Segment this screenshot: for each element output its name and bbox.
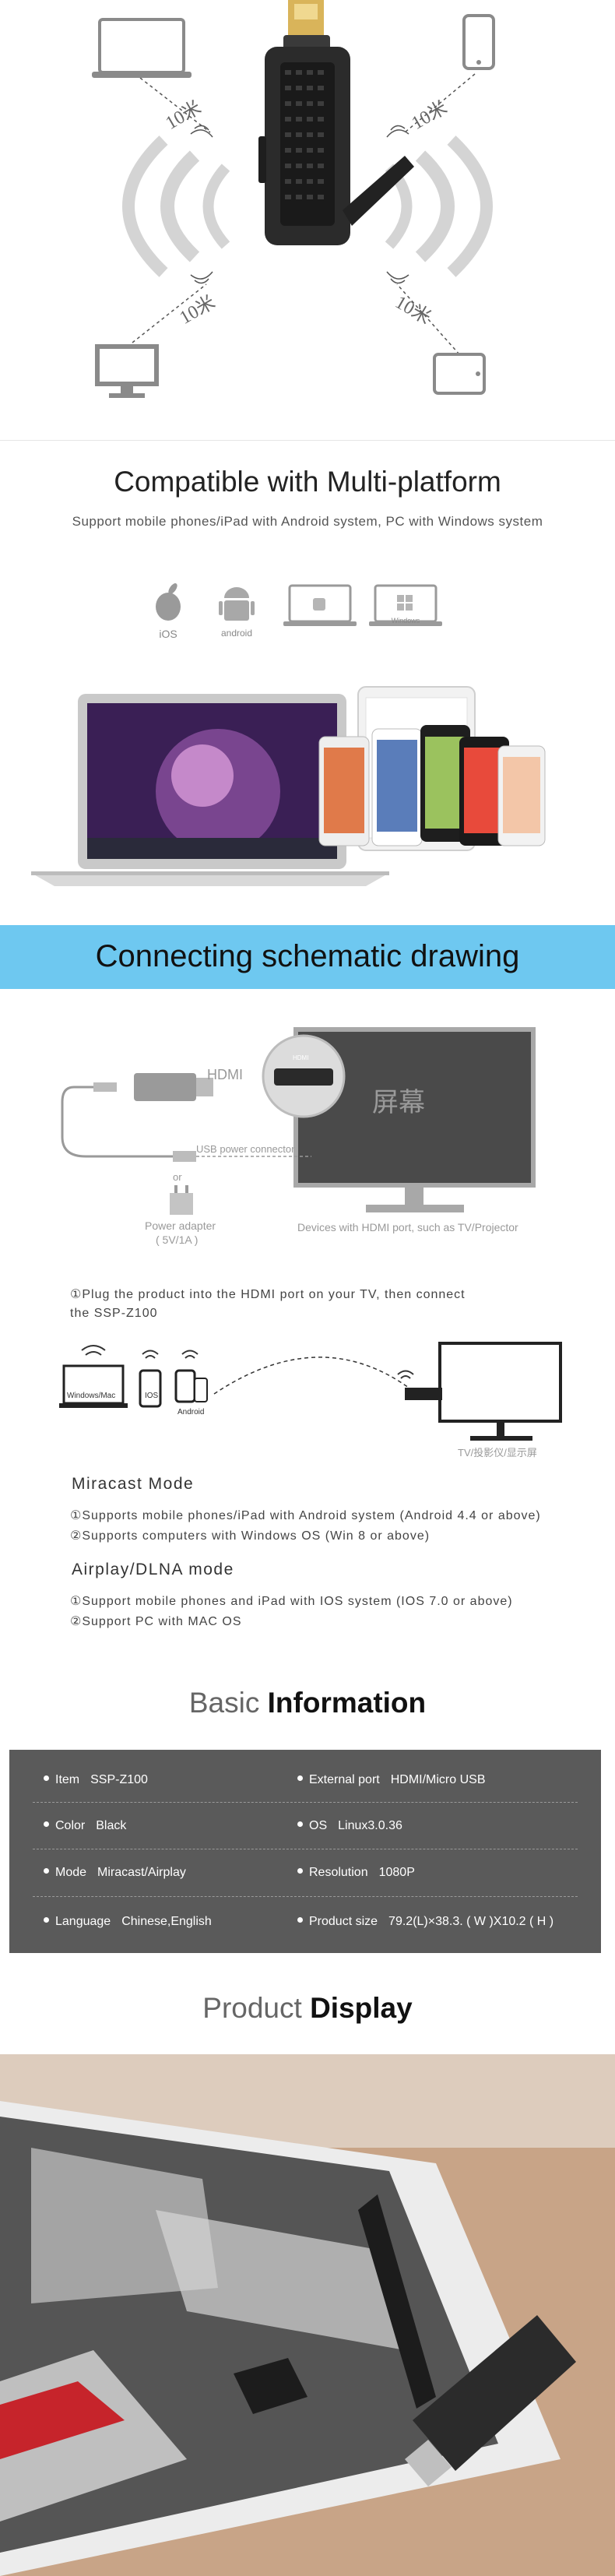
tv2-caption: TV/投影仪/显示屏: [458, 1447, 537, 1459]
usb-plug: [173, 1151, 196, 1162]
wireless-diagram: [59, 1342, 562, 1441]
tv-device-icon: [405, 1342, 562, 1441]
compat-subtitle: Support mobile phones/iPad with Android …: [72, 514, 543, 529]
compat-title: Compatible with Multi-platform: [114, 466, 501, 498]
schematic-banner: Connecting schematic drawing: [0, 925, 615, 989]
tablet-icon: [433, 353, 486, 395]
hdmi-port-zoom: [262, 1034, 346, 1118]
adapter-spec: ( 5V/1A ): [156, 1233, 199, 1246]
os-label-ios: iOS: [159, 628, 177, 640]
laptop-icon: [92, 18, 192, 78]
miracast-item-1: ①Supports mobile phones/iPad with Androi…: [70, 1509, 541, 1522]
os-label-android: android: [220, 628, 253, 639]
display-title-light: Product: [202, 1992, 302, 2024]
tv-caption: Devices with HDMI port, such as TV/Proje…: [297, 1221, 518, 1233]
device-label-android: Android: [177, 1408, 205, 1416]
info-title-light: Basic: [188, 1687, 260, 1719]
product-display-section: Product Display: [0, 1955, 615, 2576]
signal-waves-left: [122, 135, 230, 277]
windows-laptop-icon: [369, 584, 442, 626]
row-divider: [33, 1802, 578, 1803]
dongle-cap: [234, 2358, 308, 2414]
devices-photo: [31, 686, 546, 886]
product-photo: [0, 2054, 615, 2576]
laptop-mac-icon: [283, 584, 357, 626]
info-title-bold: Information: [267, 1687, 427, 1719]
schematic-section: HDMI HDMI 屏幕 USB power connector or Powe…: [0, 989, 615, 1659]
signal-ticks: [190, 125, 409, 284]
airplay-item-2: ②Support PC with MAC OS: [70, 1615, 242, 1628]
monitor-icon: [95, 344, 159, 398]
hdmi-diagram: [61, 1027, 536, 1215]
dongle-device: [258, 0, 414, 245]
miracast-heading: Miracast Mode: [72, 1475, 195, 1493]
or-label: or: [173, 1171, 182, 1183]
hero-illustration: [92, 0, 495, 398]
adapter-label: Power adapter: [145, 1219, 216, 1232]
dashed-links: [132, 73, 476, 355]
info-title: Basic Information: [0, 1687, 615, 1719]
screen-label: 屏幕: [372, 1088, 425, 1117]
phones-image: [318, 725, 546, 846]
step1-line2: the SSP-Z100: [70, 1307, 158, 1320]
product-dongle: [358, 2194, 576, 2486]
dongle-side: [93, 1073, 213, 1101]
macbook-image: [31, 694, 389, 886]
hdmi-port-label: HDMI: [293, 1054, 309, 1061]
banner-title: Connecting schematic drawing: [95, 939, 520, 973]
os-label-windows: Windows: [391, 617, 420, 625]
device-label-ios: IOS: [145, 1392, 159, 1400]
hdmi-label: HDMI: [207, 1067, 243, 1082]
laptop-device-icon: [59, 1364, 128, 1408]
android-phone-icon: [174, 1369, 208, 1403]
row-divider: [33, 1896, 578, 1897]
usb-label: USB power connector: [196, 1143, 295, 1155]
phone-icon: [462, 14, 495, 70]
apple-icon: [156, 583, 181, 621]
step1-line1: ①Plug the product into the HDMI port on …: [70, 1288, 466, 1301]
hero-section: 10米 10米 10米 10米: [0, 0, 615, 440]
display-title-bold: Display: [310, 1992, 413, 2024]
compatibility-section: Compatible with Multi-platform Support m…: [0, 440, 615, 923]
miracast-item-2: ②Supports computers with Windows OS (Win…: [70, 1529, 430, 1543]
display-title: Product Display: [0, 1992, 615, 2025]
power-adapter-icon: [170, 1185, 193, 1215]
android-icon: [219, 587, 255, 621]
airplay-item-1: ①Support mobile phones and iPad with IOS…: [70, 1595, 513, 1608]
os-icons: [156, 583, 442, 626]
airplay-heading: Airplay/DLNA mode: [72, 1561, 234, 1578]
ios-phone-icon: [139, 1369, 162, 1408]
device-label-windows-mac: Windows/Mac: [67, 1392, 116, 1400]
